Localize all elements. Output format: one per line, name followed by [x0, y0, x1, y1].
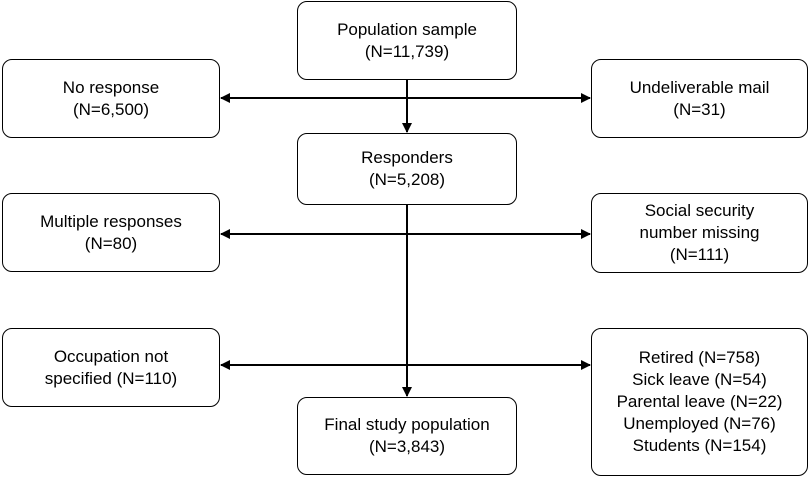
- population-sample-box: Population sample (N=11,739): [297, 1, 517, 80]
- excluded-sick-leave: Sick leave (N=54): [632, 370, 767, 389]
- undeliverable-mail-box: Undeliverable mail (N=31): [591, 59, 808, 138]
- excluded-parental-leave: Parental leave (N=22): [616, 392, 783, 411]
- multiple-responses-count: (N=80): [84, 233, 138, 253]
- final-study-population-label: Final study population: [324, 415, 490, 434]
- final-study-population-box: Final study population (N=3,843): [297, 397, 517, 475]
- excluded-unemployed: Unemployed (N=76): [623, 414, 776, 433]
- ssn-missing-count: (N=111): [669, 245, 730, 264]
- population-sample-count: (N=11,739): [364, 41, 450, 61]
- ssn-missing-box: Social security number missing (N=111): [591, 193, 808, 273]
- undeliverable-mail-count: (N=31): [673, 99, 726, 119]
- occupation-not-specified-box: Occupation not specified (N=110): [2, 328, 220, 407]
- excluded-categories-box: Retired (N=758) Sick leave (N=54) Parent…: [591, 328, 808, 476]
- responders-label: Responders: [361, 148, 453, 167]
- responders-count: (N=5,208): [368, 170, 446, 189]
- ssn-missing-line-2: number missing: [639, 223, 760, 242]
- multiple-responses-label: Multiple responses: [40, 211, 182, 231]
- excluded-retired: Retired (N=758): [638, 348, 761, 367]
- occupation-line-1: Occupation not: [53, 346, 169, 366]
- final-study-population-count: (N=3,843): [368, 437, 446, 456]
- responders-box: Responders (N=5,208): [297, 133, 517, 205]
- ssn-missing-line-1: Social security: [644, 201, 755, 220]
- population-sample-label: Population sample: [337, 19, 477, 39]
- no-response-box: No response (N=6,500): [2, 59, 220, 138]
- no-response-label: No response: [62, 77, 160, 97]
- occupation-line-2: specified (N=110): [44, 368, 178, 388]
- undeliverable-mail-label: Undeliverable mail: [629, 77, 770, 97]
- multiple-responses-box: Multiple responses (N=80): [2, 193, 220, 272]
- no-response-count: (N=6,500): [72, 99, 150, 119]
- excluded-students: Students (N=154): [632, 436, 767, 455]
